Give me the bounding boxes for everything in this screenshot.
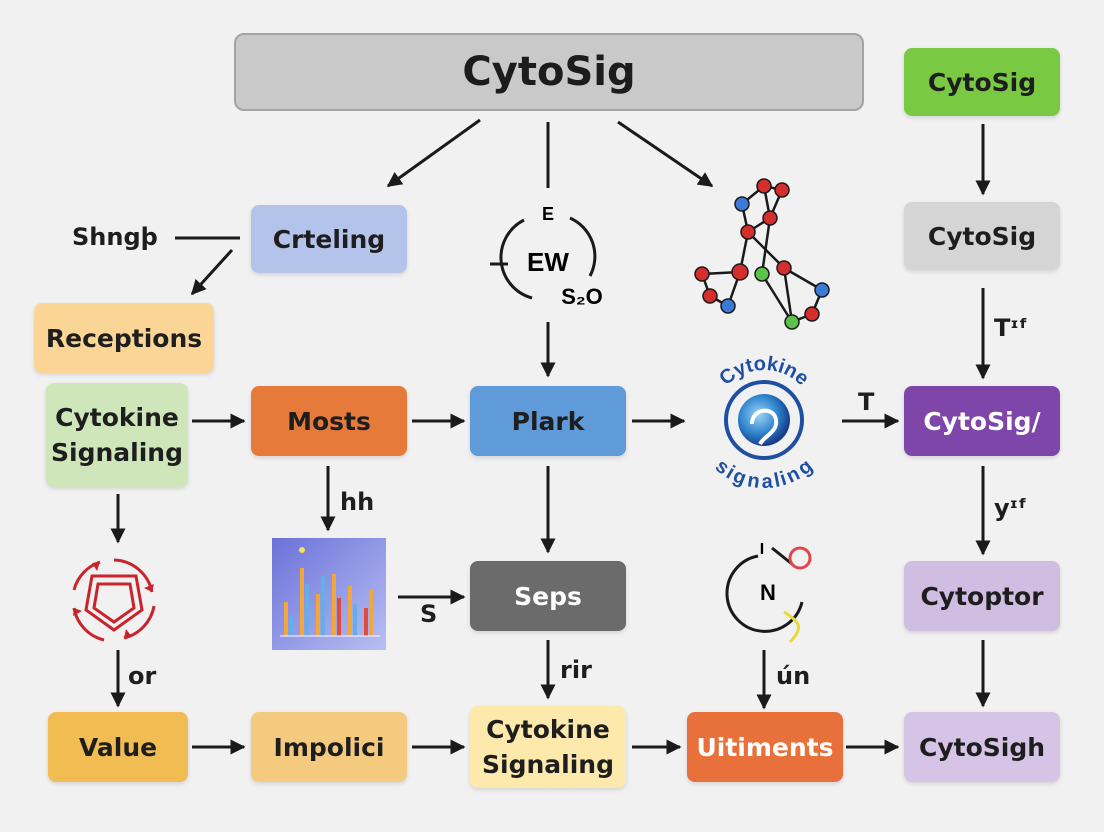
- node-cytokine-signaling-left[interactable]: Cytokine Signaling: [46, 383, 188, 487]
- node-cytosign-bottom[interactable]: CytoSigh: [904, 712, 1060, 782]
- svg-text:Cytokine: Cytokine: [715, 353, 813, 390]
- diagram-title: CytoSig: [234, 33, 864, 111]
- recycle-cycle-icon: [72, 558, 156, 642]
- node-impolici[interactable]: Impolici: [251, 712, 407, 782]
- ew-top-text: E: [542, 204, 554, 224]
- thumbnail-bars: [284, 568, 373, 636]
- label-hh: hh: [340, 488, 375, 516]
- label-s: S: [420, 600, 438, 628]
- label-t-mid: T: [858, 388, 875, 416]
- node-crteling[interactable]: Crteling: [251, 205, 407, 273]
- n-glyph-letter: N: [760, 580, 776, 605]
- node-uitiments[interactable]: Uitiments: [687, 712, 843, 782]
- node-plark[interactable]: Plark: [470, 386, 626, 456]
- molecule-network-icon: [694, 178, 830, 330]
- ew-center-text: EW: [527, 247, 569, 277]
- logo-top-text: Cytokine: [715, 353, 813, 390]
- ew-bottom-text: S₂O: [561, 284, 603, 309]
- node-mosts[interactable]: Mosts: [251, 386, 407, 456]
- arrow-title-to-crteling: [386, 118, 481, 188]
- n-glyph-top: I: [760, 541, 764, 558]
- ew-cycle-icon: E EW S₂O: [490, 204, 603, 309]
- label-rir: rir: [560, 656, 592, 684]
- node-cytosig-purple[interactable]: CytoSig/: [904, 386, 1060, 456]
- label-y: yᶦᶠ: [994, 494, 1028, 522]
- cytokine-signaling-logo: Cytokine signaling: [711, 353, 817, 490]
- node-cytosig-green[interactable]: CytoSig: [904, 48, 1060, 116]
- node-cytoptor[interactable]: Cytoptor: [904, 561, 1060, 631]
- node-cytosig-gray[interactable]: CytoSig: [904, 202, 1060, 270]
- logo-bottom-text: signaling: [711, 455, 817, 490]
- label-shngp: Shngþ: [72, 223, 158, 251]
- label-uin: ún: [776, 662, 811, 690]
- bar-chart-thumbnail: [272, 538, 386, 650]
- node-seps[interactable]: Seps: [470, 561, 626, 631]
- label-or: or: [128, 662, 157, 690]
- n-pin-icon: N I: [725, 541, 812, 644]
- arrow-crteling-to-receptions: [190, 248, 234, 296]
- svg-text:signaling: signaling: [711, 455, 817, 490]
- arrow-title-to-network: [617, 120, 714, 188]
- node-cytokine-signaling-bottom[interactable]: Cytokine Signaling: [470, 706, 626, 788]
- label-t-upper: Tᶦᶠ: [994, 314, 1028, 342]
- node-receptions[interactable]: Receptions: [34, 303, 214, 373]
- node-value[interactable]: Value: [48, 712, 188, 782]
